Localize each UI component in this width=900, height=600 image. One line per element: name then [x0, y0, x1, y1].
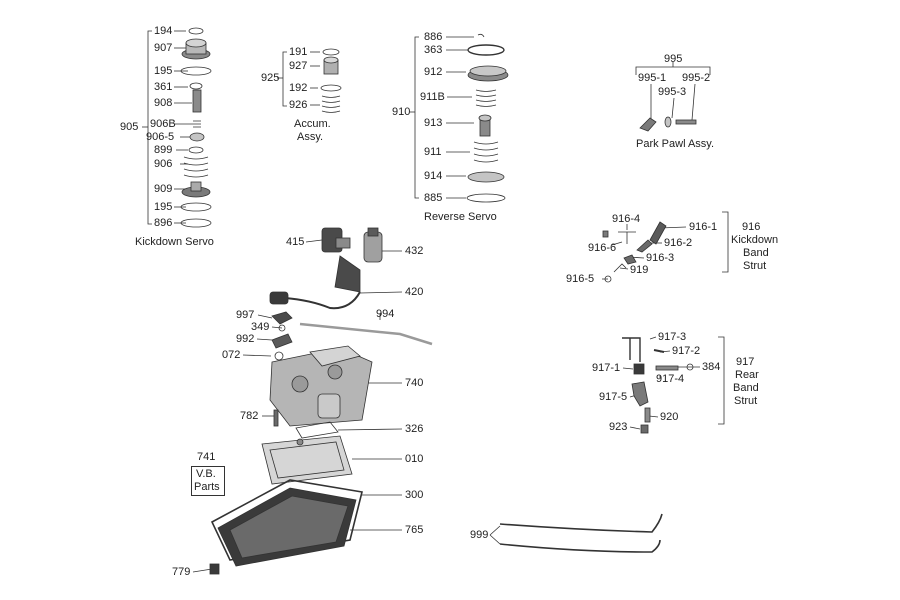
part-415: 415 [286, 236, 305, 248]
part-916-5: 916-5 [566, 273, 595, 285]
part-192: 192 [289, 82, 308, 94]
kd-strut-title-1: Kickdown [731, 234, 779, 246]
rear-strut-assembly: 917 [736, 356, 755, 368]
part-195-lower: 195 [154, 201, 173, 213]
part-899: 899 [154, 144, 173, 156]
part-907: 907 [154, 42, 173, 54]
part-349: 349 [251, 321, 270, 333]
part-927: 927 [289, 60, 308, 72]
part-995-2: 995-2 [682, 72, 711, 84]
part-917-4: 917-4 [656, 373, 685, 385]
part-914: 914 [424, 170, 443, 182]
part-906-5: 906-5 [146, 131, 175, 143]
part-906: 906 [154, 158, 173, 170]
part-384: 384 [702, 361, 721, 373]
rear-strut-artwork [622, 337, 694, 434]
part-420: 420 [405, 286, 424, 298]
main-parts-artwork [209, 227, 663, 575]
part-913: 913 [424, 117, 443, 129]
part-010: 010 [405, 453, 424, 465]
part-886: 886 [424, 31, 443, 43]
accum-title-2: Assy. [297, 131, 324, 143]
part-997: 997 [236, 309, 255, 321]
reverse-servo-title: Reverse Servo [424, 211, 497, 223]
part-194: 194 [154, 25, 173, 37]
assembly-741: 741 [197, 451, 216, 463]
part-906b: 906B [150, 118, 176, 130]
part-916-6: 916-6 [588, 242, 617, 254]
part-740: 740 [405, 377, 424, 389]
part-917-1: 917-1 [592, 362, 621, 374]
part-191: 191 [289, 46, 308, 58]
rear-strut-title-3: Strut [734, 395, 758, 407]
part-896: 896 [154, 217, 173, 229]
part-995-3: 995-3 [658, 86, 687, 98]
kickdown-servo-artwork [180, 27, 212, 228]
vb-title-1: V.B. [196, 468, 216, 480]
kd-strut-assembly: 916 [742, 221, 761, 233]
accumulator-artwork [320, 48, 342, 113]
assembly-905: 905 [120, 121, 139, 133]
part-916-4: 916-4 [612, 213, 641, 225]
part-920: 920 [660, 411, 679, 423]
part-912: 912 [424, 66, 443, 78]
part-885: 885 [424, 192, 443, 204]
part-779: 779 [172, 566, 191, 578]
part-911b: 911B [420, 91, 445, 103]
park-pawl-artwork [639, 116, 697, 132]
part-919: 919 [630, 264, 649, 276]
reverse-servo-artwork [466, 33, 509, 203]
part-908: 908 [154, 97, 173, 109]
vb-parts-box [191, 466, 225, 496]
part-916-1: 916-1 [689, 221, 718, 233]
part-782: 782 [240, 410, 259, 422]
part-361: 361 [154, 81, 173, 93]
part-917-3: 917-3 [658, 331, 687, 343]
part-926: 926 [289, 99, 308, 111]
part-917-2: 917-2 [672, 345, 701, 357]
part-326: 326 [405, 423, 424, 435]
part-917-5: 917-5 [599, 391, 628, 403]
kickdown-strut-artwork [602, 221, 667, 283]
part-195-upper: 195 [154, 65, 173, 77]
kd-strut-title-2: Band [743, 247, 769, 259]
leader-lines [142, 30, 729, 573]
part-765: 765 [405, 524, 424, 536]
part-300: 300 [405, 489, 424, 501]
rear-strut-title-1: Rear [735, 369, 759, 381]
part-994: 994 [376, 308, 395, 320]
part-992: 992 [236, 333, 255, 345]
kd-strut-title-3: Strut [743, 260, 767, 272]
part-916-3: 916-3 [646, 252, 675, 264]
part-909: 909 [154, 183, 173, 195]
part-995-1: 995-1 [638, 72, 667, 84]
accum-title-1: Accum. [294, 118, 331, 130]
vb-title-2: Parts [194, 481, 220, 493]
part-363: 363 [424, 44, 443, 56]
part-923: 923 [609, 421, 628, 433]
assembly-995: 995 [664, 53, 683, 65]
assembly-910: 910 [392, 106, 411, 118]
part-072: 072 [222, 349, 241, 361]
kickdown-servo-title: Kickdown Servo [135, 236, 214, 248]
park-pawl-title: Park Pawl Assy. [636, 138, 715, 150]
part-432: 432 [405, 245, 424, 257]
part-999: 999 [470, 529, 489, 541]
rear-strut-title-2: Band [733, 382, 759, 394]
part-911: 911 [424, 146, 442, 158]
part-916-2: 916-2 [664, 237, 693, 249]
assembly-925: 925 [261, 72, 280, 84]
